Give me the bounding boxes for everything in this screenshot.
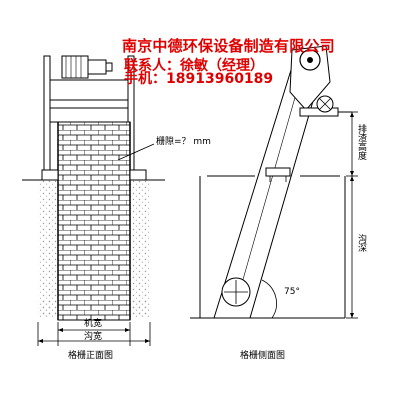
soil-left [38,180,58,318]
channel-depth-label: 沟深 [356,234,366,252]
side-view [190,45,358,319]
watermark-company: 南京中德环保设备制造有限公司 [122,37,335,55]
discharge-height-label: 排渣高度 [356,124,366,160]
side-view-caption: 格栅侧面图 [240,351,286,361]
front-view-caption: 格栅正面图 [68,351,114,361]
watermark-contact: 联系人：徐敏（经理） [124,58,264,74]
watermark-phone: 手机：18913960189 [124,71,274,87]
soil-right [130,180,150,318]
screen-body [57,121,131,321]
machine-width-label: 机宽 [84,319,103,329]
top-housing [49,79,129,101]
gap-leader [117,143,155,161]
motor-icon [61,55,113,79]
angle-label: 75° [284,287,300,297]
channel-width-label: 沟宽 [84,332,103,342]
gap-label: 栅隙=？ mm [156,137,211,147]
angle-arc [261,279,277,319]
front-view [22,55,165,346]
